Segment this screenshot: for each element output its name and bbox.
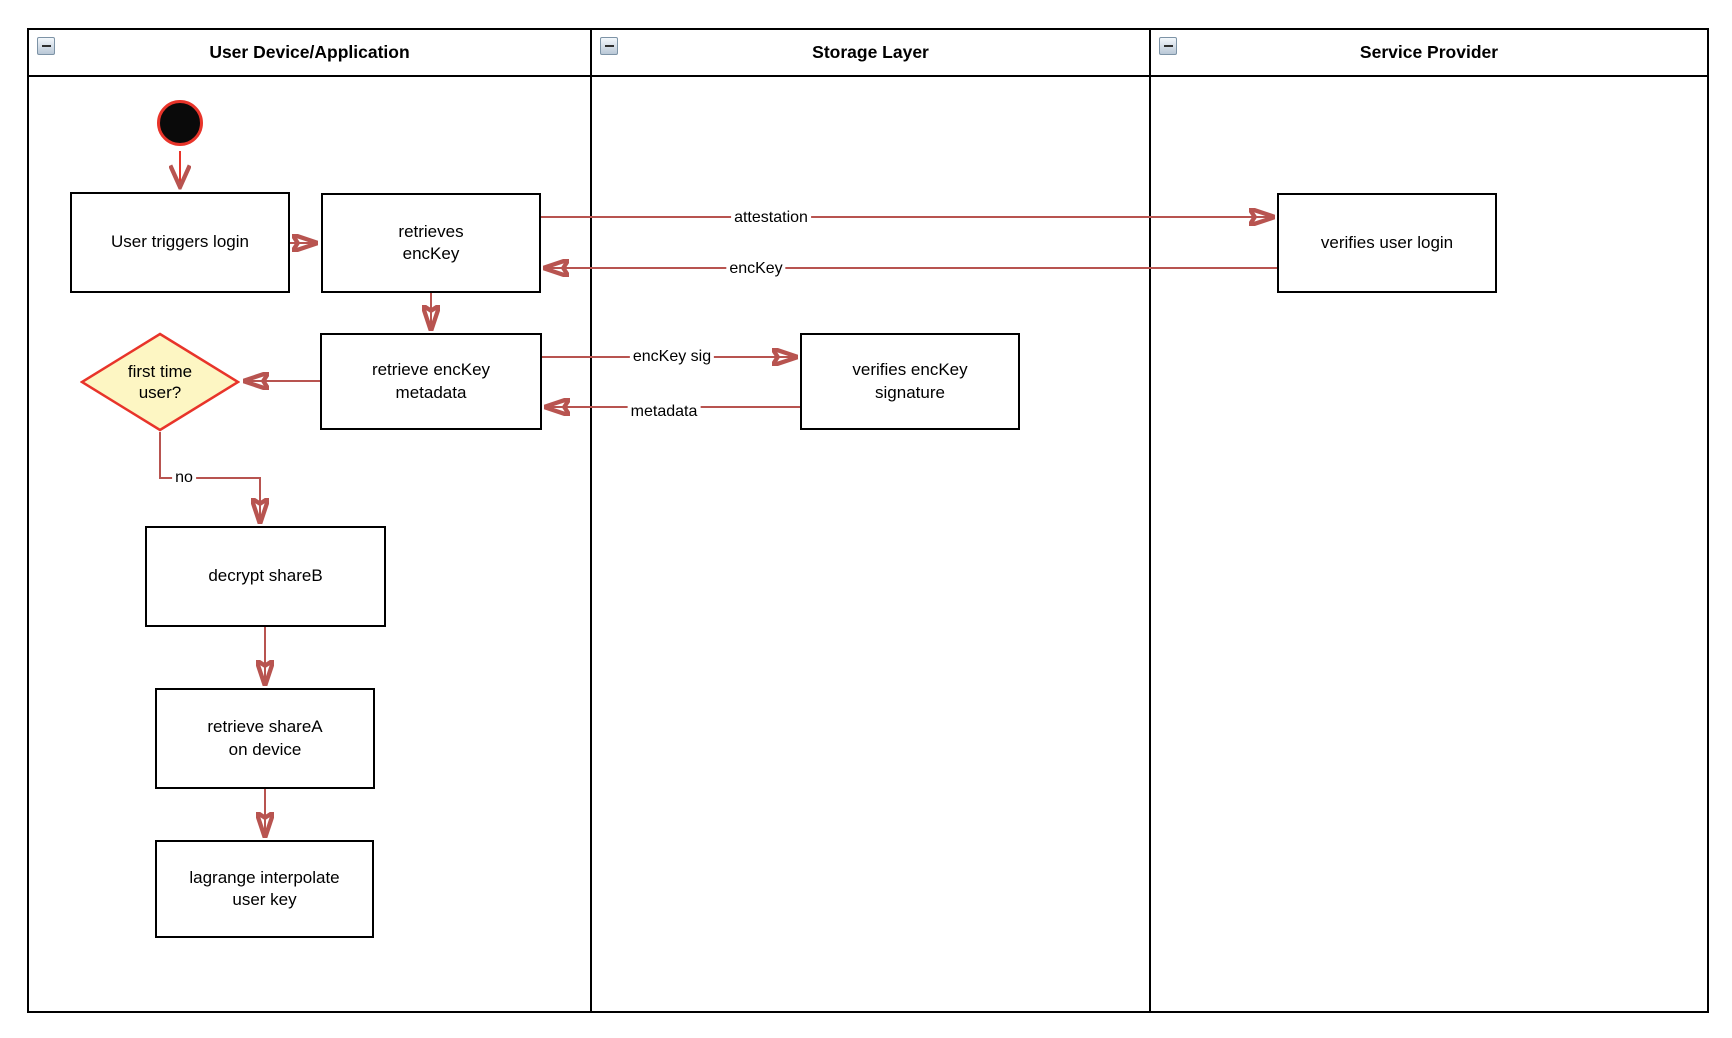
node-verifies-enckey-signature[interactable]: verifies encKey signature xyxy=(800,333,1020,430)
minus-icon xyxy=(604,45,614,47)
lane-title: Storage Layer xyxy=(812,42,929,62)
lane-storage-layer: Storage Layer xyxy=(590,30,1149,1011)
decision-first-time-user[interactable]: first time user? xyxy=(80,332,240,432)
lane-header-user-device: User Device/Application xyxy=(29,30,590,77)
lane-title: Service Provider xyxy=(1359,42,1499,62)
lane-service-provider: Service Provider xyxy=(1149,30,1707,1011)
initial-node[interactable] xyxy=(157,100,203,146)
minus-icon xyxy=(1163,45,1173,47)
collapse-lane-icon[interactable] xyxy=(600,37,618,55)
node-lagrange-interpolate[interactable]: lagrange interpolate user key xyxy=(155,840,374,938)
lane-header-storage-layer: Storage Layer xyxy=(592,30,1149,77)
node-user-triggers-login[interactable]: User triggers login xyxy=(70,192,290,293)
edge-label-no: no xyxy=(172,469,196,487)
node-verifies-user-login[interactable]: verifies user login xyxy=(1277,193,1497,293)
node-retrieves-enckey[interactable]: retrieves encKey xyxy=(321,193,541,293)
lane-title: User Device/Application xyxy=(209,42,410,62)
edge-label-metadata: metadata xyxy=(627,403,701,421)
diamond-shape xyxy=(80,332,240,432)
edge-label-attestation: attestation xyxy=(731,209,811,227)
collapse-lane-icon[interactable] xyxy=(37,37,55,55)
node-retrieve-enckey-metadata[interactable]: retrieve encKey metadata xyxy=(320,333,542,430)
node-decrypt-shareb[interactable]: decrypt shareB xyxy=(145,526,386,627)
edge-label-enckey-sig: encKey sig xyxy=(629,348,715,366)
decision-label: first time user? xyxy=(127,361,193,402)
edge-label-enckey: encKey xyxy=(726,260,786,278)
collapse-lane-icon[interactable] xyxy=(1159,37,1177,55)
minus-icon xyxy=(41,45,51,47)
node-retrieve-sharea[interactable]: retrieve shareA on device xyxy=(155,688,375,789)
edge-no-branch xyxy=(159,432,260,523)
lane-user-device: User Device/Application xyxy=(29,30,590,1011)
lane-header-service-provider: Service Provider xyxy=(1151,30,1707,77)
